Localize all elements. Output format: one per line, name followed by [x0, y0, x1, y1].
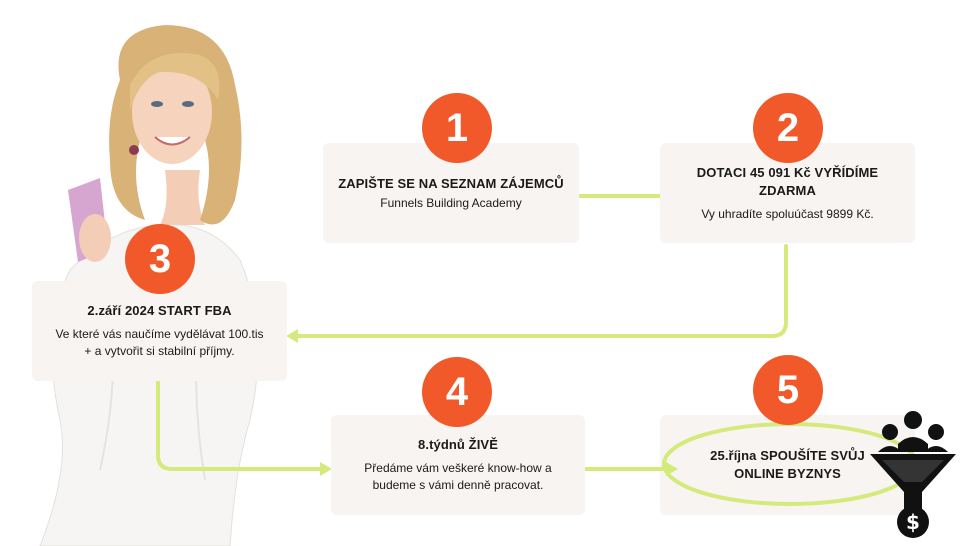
money-funnel-icon: $: [870, 411, 956, 538]
svg-text:$: $: [906, 510, 920, 534]
step-1-badge: 1: [422, 93, 492, 163]
step-2-title: DOTACI 45 091 Kč VYŘÍDÍME ZDARMA: [696, 164, 879, 198]
step-3-body: Ve které vás naučíme vydělávat 100.tis +…: [55, 327, 264, 358]
step-5-badge: 5: [753, 355, 823, 425]
step-4-badge: 4: [422, 357, 492, 427]
step-3-badge: 3: [125, 224, 195, 294]
step-3-title: 2.září 2024 START FBA: [87, 303, 232, 318]
step-2-badge: 2: [753, 93, 823, 163]
step-1-title: ZAPIŠTE SE NA SEZNAM ZÁJEMCŮ: [338, 175, 564, 191]
step-4-card: 8.týdnů ŽIVĚ Předáme vám veškeré know-ho…: [331, 415, 585, 515]
step-3-card: 2.září 2024 START FBA Ve které vás naučí…: [32, 281, 287, 381]
step-4-title: 8.týdnů ŽIVĚ: [418, 437, 498, 452]
step-5-card: 25.října SPOUŠÍTE SVŮJ ONLINE BYZNYS: [660, 415, 915, 515]
step-5-title: 25.října SPOUŠÍTE SVŮJ ONLINE BYZNYS: [710, 448, 865, 481]
step-2-body: Vy uhradíte spoluúčast 9899 Kč.: [701, 206, 874, 221]
step-4-body: Předáme vám veškeré know-how a budeme s …: [364, 461, 552, 492]
step-1-body: Funnels Building Academy: [380, 195, 522, 210]
